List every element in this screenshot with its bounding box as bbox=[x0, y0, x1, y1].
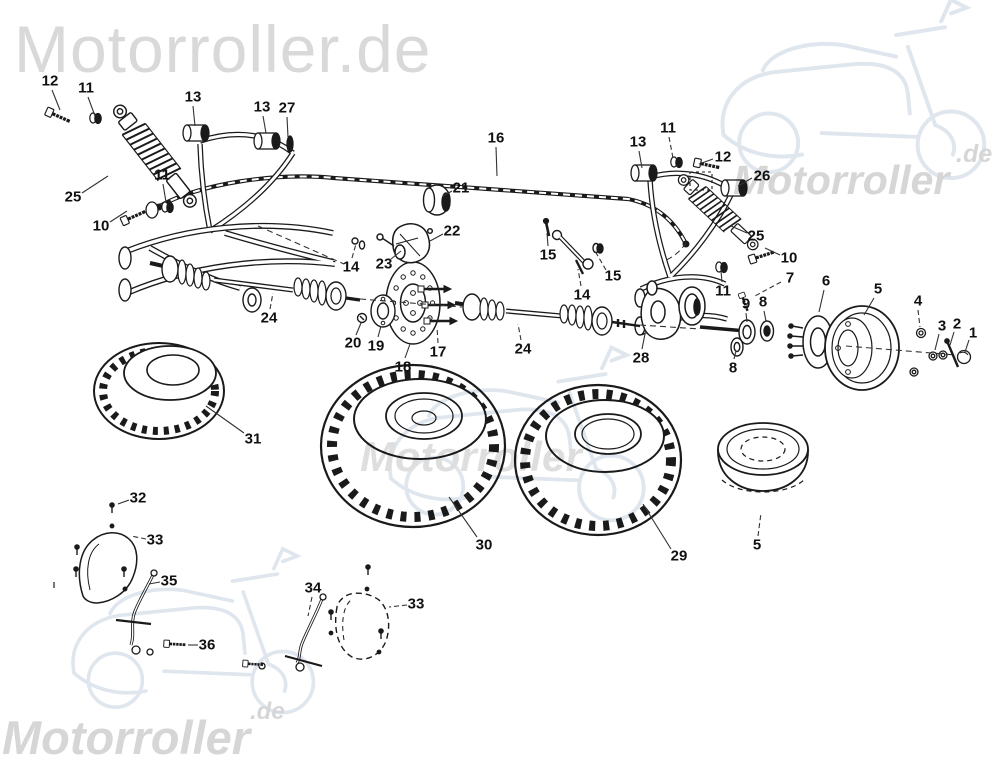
leader-line-21 bbox=[442, 190, 453, 197]
leader-line-33 bbox=[130, 535, 147, 540]
leader-line-10 bbox=[764, 247, 781, 256]
leader-line-2 bbox=[949, 331, 955, 346]
leader-line-28 bbox=[641, 333, 646, 350]
front-rim-5 bbox=[824, 305, 900, 391]
leader-line-17 bbox=[436, 326, 439, 344]
leader-line-8 bbox=[733, 350, 737, 360]
leader-line-12 bbox=[51, 89, 61, 111]
leader-line-29 bbox=[642, 503, 672, 550]
leader-line-14 bbox=[351, 243, 357, 259]
leader-line-16 bbox=[495, 146, 498, 177]
leader-line-11 bbox=[87, 96, 96, 117]
leader-line-32 bbox=[117, 499, 130, 505]
left-cv-axle-24 bbox=[149, 255, 361, 311]
leader-line-34 bbox=[307, 596, 313, 617]
leader-line-13 bbox=[638, 150, 643, 169]
left-upper-a-arm bbox=[197, 131, 296, 234]
leader-line-23 bbox=[390, 250, 402, 260]
fasteners-top bbox=[42, 105, 777, 314]
small-parts-1-2-3-4 bbox=[909, 327, 972, 377]
tire-31 bbox=[93, 342, 225, 440]
leader-line-7 bbox=[752, 281, 782, 298]
leader-line-25 bbox=[730, 225, 748, 234]
leader-line-35 bbox=[148, 581, 161, 585]
leader-line-12 bbox=[698, 158, 714, 165]
leader-line-30 bbox=[448, 496, 478, 538]
leader-line-19 bbox=[377, 325, 382, 338]
stabilizer-links-14-15 bbox=[351, 217, 604, 275]
leader-line-6 bbox=[818, 289, 825, 313]
leader-line-24 bbox=[517, 323, 522, 341]
leader-line-8 bbox=[763, 310, 767, 322]
leader-line-20 bbox=[355, 322, 362, 336]
leader-line-13 bbox=[262, 115, 267, 134]
leader-line-10 bbox=[109, 210, 128, 223]
leader-line-31 bbox=[205, 405, 245, 434]
dashed-assembly-axis bbox=[257, 225, 957, 356]
right-cv-axle-24 bbox=[454, 293, 747, 336]
leader-line-18 bbox=[404, 343, 411, 359]
leader-line-11 bbox=[720, 270, 723, 283]
leader-line-3 bbox=[934, 333, 940, 351]
left-lower-frame bbox=[118, 222, 336, 313]
leader-line-9 bbox=[745, 312, 748, 323]
leader-line-13 bbox=[192, 105, 196, 127]
leader-line-11 bbox=[162, 183, 167, 203]
leader-line-15 bbox=[546, 232, 549, 247]
washer-20-flange-19 bbox=[356, 294, 396, 328]
brake-caliper-22 bbox=[376, 223, 434, 264]
leader-line-15 bbox=[594, 250, 607, 271]
leader-line-14 bbox=[577, 268, 582, 287]
washers-bearings-8-9 bbox=[730, 319, 775, 357]
leader-line-26 bbox=[737, 177, 753, 187]
leader-line-27 bbox=[286, 116, 289, 138]
leader-line-1 bbox=[964, 339, 970, 353]
front-fender-33-right bbox=[328, 564, 390, 660]
leader-line-11 bbox=[668, 136, 674, 159]
leader-line-24 bbox=[269, 292, 274, 310]
leader-line-5 bbox=[757, 512, 762, 537]
rear-rim-5 bbox=[717, 422, 809, 493]
leader-line-33 bbox=[388, 604, 408, 608]
leader-line-25 bbox=[81, 175, 109, 194]
leader-line-4 bbox=[917, 309, 921, 328]
wheel-hub-21 bbox=[422, 184, 451, 216]
leader-line-5 bbox=[863, 297, 875, 316]
leader-line-22 bbox=[429, 233, 444, 242]
